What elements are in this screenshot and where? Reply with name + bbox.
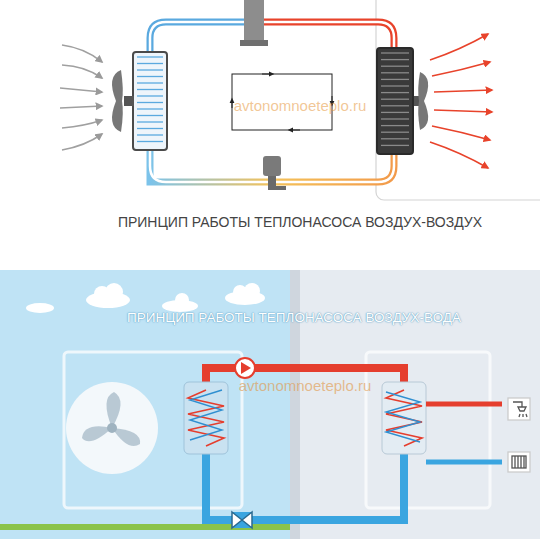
caption: ПРИНЦИП РАБОТЫ ТЕПЛОНАСОСА ВОЗДУХ-ВОЗДУХ xyxy=(118,214,482,230)
pump xyxy=(235,358,255,378)
outdoor-fan xyxy=(112,70,134,132)
panel-title: ПРИНЦИП РАБОТЫ ТЕПЛОНАСОСА ВОЗДУХ-ВОДА xyxy=(127,310,461,326)
watermark: avtonomnoeteplo.ru xyxy=(239,377,372,394)
water-lines xyxy=(426,404,502,462)
compressor-base xyxy=(240,40,268,46)
clouds xyxy=(26,283,265,313)
expansion-valve-2 xyxy=(232,512,252,528)
indoor-unit xyxy=(366,352,490,508)
radiator-icon xyxy=(508,452,530,472)
air-out-arrows xyxy=(430,34,492,168)
condenser-coil xyxy=(377,48,413,154)
watermark: avtonomnoeteplo.ru xyxy=(234,97,367,114)
expansion-valve xyxy=(263,156,286,190)
fan xyxy=(66,382,158,474)
shower-icon xyxy=(508,398,530,420)
indoor-fan xyxy=(414,72,428,130)
compressor xyxy=(244,0,264,46)
evaporator-coil xyxy=(133,52,167,150)
refrigerant-loop xyxy=(150,22,394,182)
pipe-core xyxy=(150,22,394,182)
refrigerant-loop-2 xyxy=(206,368,404,520)
indoor-frame xyxy=(376,0,540,200)
outdoor-unit xyxy=(64,352,242,508)
air-in-arrows xyxy=(60,45,102,150)
top-panel xyxy=(0,0,540,262)
